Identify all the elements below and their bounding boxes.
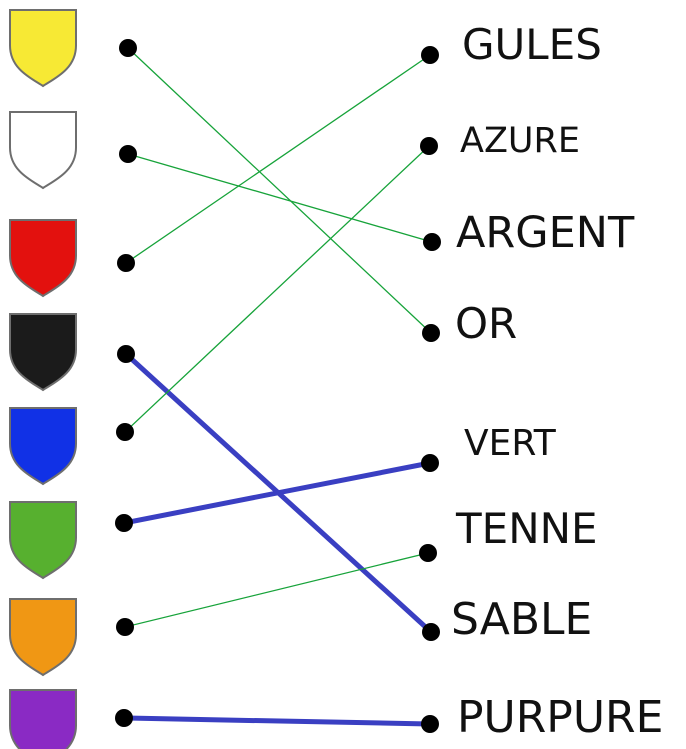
- left-dot-2[interactable]: [119, 145, 137, 163]
- connection-line-2: [127, 153, 433, 243]
- tincture-label-argent: ARGENT: [456, 208, 635, 258]
- shield-5: [9, 407, 77, 486]
- tincture-label-azure: AZURE: [460, 121, 580, 161]
- shield-4: [9, 313, 77, 392]
- tincture-label-purpure: PURPURE: [457, 692, 664, 743]
- shield-8: [9, 689, 77, 749]
- shield-7: [9, 598, 77, 677]
- right-dot-6[interactable]: [419, 544, 437, 562]
- left-dot-column: [115, 39, 137, 727]
- connection-line-6: [121, 460, 433, 526]
- connection-line-1: [127, 47, 432, 334]
- connection-line-5: [124, 145, 430, 433]
- right-dot-5[interactable]: [421, 454, 439, 472]
- shield-1: [9, 9, 77, 88]
- left-dot-4[interactable]: [117, 345, 135, 363]
- connection-line-7: [124, 552, 429, 628]
- left-dot-1[interactable]: [119, 39, 137, 57]
- tincture-label-tenne: TENNE: [456, 504, 598, 553]
- right-dot-7[interactable]: [422, 623, 440, 641]
- right-dot-3[interactable]: [423, 233, 441, 251]
- connection-line-3: [125, 54, 431, 264]
- right-dot-8[interactable]: [421, 715, 439, 733]
- left-dot-8[interactable]: [115, 709, 133, 727]
- left-dot-6[interactable]: [115, 514, 133, 532]
- connection-line-8: [121, 715, 433, 727]
- tincture-label-sable: SABLE: [451, 594, 593, 645]
- left-dot-5[interactable]: [116, 423, 134, 441]
- right-dot-4[interactable]: [422, 324, 440, 342]
- left-dot-3[interactable]: [117, 254, 135, 272]
- shield-column: [9, 9, 77, 749]
- right-dot-1[interactable]: [421, 46, 439, 64]
- right-dot-column: [419, 46, 441, 733]
- left-dot-7[interactable]: [116, 618, 134, 636]
- tincture-label-gules: GULES: [462, 20, 602, 69]
- shield-6: [9, 501, 77, 580]
- shield-3: [9, 219, 77, 298]
- connection-lines: [121, 47, 434, 727]
- tincture-label-or: OR: [455, 299, 518, 348]
- tincture-label-vert: VERT: [464, 423, 556, 464]
- shield-2: [9, 111, 77, 190]
- right-dot-2[interactable]: [420, 137, 438, 155]
